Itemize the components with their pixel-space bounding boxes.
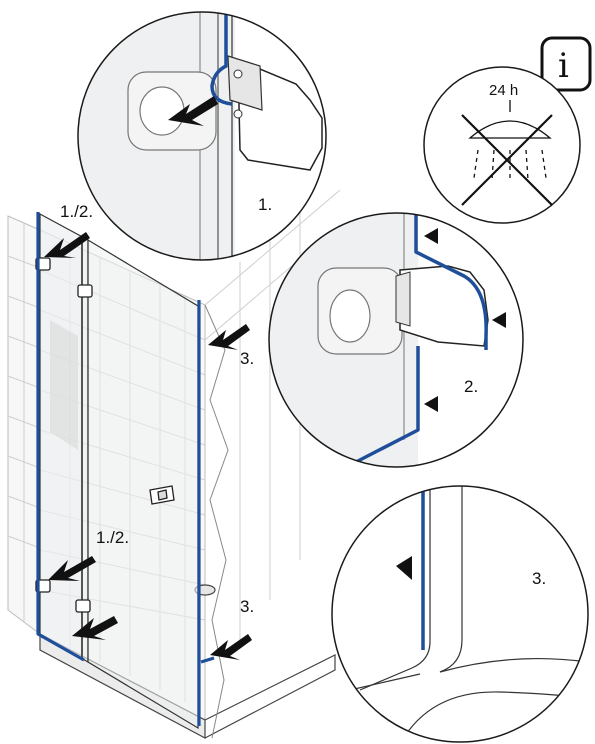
info-icon: i	[558, 46, 569, 86]
info-section: i 24 h	[423, 36, 592, 224]
no-shower-circle	[423, 66, 581, 224]
hinged-door-glass	[87, 238, 199, 730]
arrow-bottom-tray	[72, 616, 118, 640]
detail-circle-bottom: 3.	[331, 485, 589, 743]
label-top-left-hinge: 1./2.	[60, 202, 93, 221]
label-bottom-left-hinge: 1./2.	[96, 528, 129, 547]
label-right-bottom: 3.	[240, 597, 254, 616]
arrow-detail-top	[168, 96, 218, 126]
detail-circle-middle: 2.	[268, 212, 524, 468]
arrow-right-bottom	[210, 634, 252, 660]
detail-circle-top: 1.	[77, 11, 327, 261]
no-shower-icon	[461, 100, 553, 206]
detail-bottom-step: 3.	[532, 569, 546, 588]
sealing-arrows	[44, 232, 252, 660]
arrow-detail-mid-1	[424, 228, 438, 244]
arrow-detail-mid-3	[424, 396, 438, 412]
arrow-detail-mid-2	[492, 312, 506, 328]
arrow-top-left	[44, 232, 90, 258]
info-box	[540, 36, 592, 92]
arrow-detail-bottom	[396, 556, 412, 580]
wait-duration: 24 h	[489, 82, 518, 99]
arrow-bottom-left	[48, 556, 96, 581]
detail-middle-step: 2.	[464, 377, 478, 396]
label-right-top: 3.	[240, 349, 254, 368]
shower-enclosure	[7, 189, 341, 739]
door-handle	[149, 485, 175, 505]
detail-top-step: 1.	[258, 195, 272, 214]
arrow-right-top	[208, 324, 250, 350]
silicone-seal-lines	[36, 212, 215, 726]
